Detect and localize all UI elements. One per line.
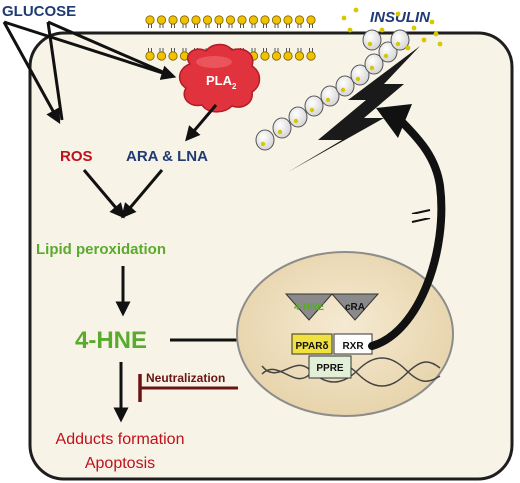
- insulin-dot: [411, 25, 417, 31]
- phospholipid-head: [145, 15, 155, 25]
- phospholipid-head: [283, 15, 293, 25]
- insulin-granule: [350, 64, 370, 86]
- insulin-dot: [395, 11, 401, 17]
- pla2-to-ara-arrow: [185, 104, 218, 142]
- insulin-label: INSULIN: [370, 9, 431, 26]
- interrupt-gap: [412, 214, 430, 218]
- hne-ligand-triangle: [284, 293, 334, 321]
- adducts-label: Adducts formation: [56, 431, 185, 448]
- glucose-label: GLUCOSE: [2, 3, 76, 20]
- insulin-dot: [421, 37, 427, 43]
- glucose-to-pla2-arrow: [3, 20, 177, 80]
- phospholipid-head: [271, 15, 282, 25]
- phospholipid-head: [191, 15, 201, 25]
- granule-core: [369, 65, 375, 71]
- hne-label: 4-HNE: [75, 327, 147, 354]
- insulin-dot: [379, 27, 385, 33]
- insulin-dot: [353, 7, 359, 13]
- dna-strand-2: [261, 357, 441, 383]
- lipid-peroxidation-label: Lipid peroxidation: [36, 241, 166, 258]
- insulin-granule: [320, 85, 340, 107]
- phospholipid-head: [283, 51, 293, 61]
- phospholipid-head: [156, 15, 167, 25]
- granule-core: [260, 141, 266, 147]
- phospholipid-head: [306, 51, 316, 61]
- phospholipid-head: [202, 15, 213, 25]
- neutralization-label: Neutralization: [146, 371, 225, 385]
- insulin-granule: [288, 106, 308, 128]
- insulin-dot: [433, 31, 439, 37]
- gene-to-insulin-arrowhead: [376, 104, 412, 138]
- insulin-granule: [272, 117, 292, 139]
- insulin-granule: [364, 53, 384, 75]
- granule-core: [355, 76, 361, 82]
- pla2-enzyme: [178, 43, 261, 113]
- insulin-granule: [362, 29, 382, 51]
- phospholipid-head: [306, 15, 316, 25]
- phospholipid-head: [260, 51, 270, 61]
- insulin-granule: [255, 129, 275, 151]
- glucose-to-ros-arrow: [2, 21, 61, 124]
- insulin-granule: [378, 41, 398, 63]
- granule-core: [383, 53, 389, 59]
- gene-to-insulin-arrow: [368, 118, 446, 350]
- granule-core: [309, 107, 315, 113]
- phospholipid-head: [225, 15, 236, 25]
- apoptosis-label: Apoptosis: [85, 455, 155, 472]
- rxr-label: RXR: [342, 341, 364, 352]
- insulin-granules: [255, 29, 410, 151]
- insulin-dot: [347, 27, 353, 33]
- ppar-box: [291, 333, 333, 355]
- pla2-label: PLA2: [206, 73, 237, 91]
- ppar-label: PPARδ: [295, 341, 328, 352]
- granule-core: [277, 129, 283, 135]
- interrupt-mark-1: [411, 209, 431, 215]
- granule-core: [395, 41, 401, 47]
- granule-core: [340, 87, 346, 93]
- ppre-label: PPRE: [316, 363, 344, 374]
- insulin-granule: [390, 29, 410, 51]
- phospholipid-head: [260, 15, 270, 25]
- insulin-dot: [437, 41, 443, 47]
- granule-core: [367, 41, 373, 47]
- nucleus-hne-label: 4-HNE: [294, 302, 324, 313]
- phospholipid-head: [156, 51, 167, 61]
- ros-label: ROS: [60, 148, 93, 165]
- insulin-dot: [429, 19, 435, 25]
- ara-lna-label: ARA & LNA: [126, 148, 208, 165]
- granule-core: [325, 97, 331, 103]
- ros-to-lipid-arrow: [82, 169, 125, 219]
- insulin-granule: [335, 75, 355, 97]
- phospholipid-head: [237, 15, 247, 25]
- phospholipid-head: [248, 15, 259, 25]
- ara-to-lipid-arrow: [121, 169, 164, 219]
- phospholipid-head: [168, 51, 178, 61]
- cra-label: cRA: [345, 302, 365, 313]
- granule-core: [293, 118, 299, 124]
- secretion-bolt: [288, 46, 420, 172]
- cra-ligand-triangle: [330, 293, 380, 321]
- phospholipid-head: [145, 51, 155, 61]
- ppre-box: [308, 355, 352, 379]
- insulin-dots: [341, 7, 443, 51]
- phospholipid-head: [168, 15, 178, 25]
- phospholipid-head: [294, 51, 305, 61]
- phospholipid-head: [294, 15, 305, 25]
- phospholipid-head: [179, 15, 190, 25]
- insulin-dot: [341, 15, 347, 21]
- dna-strand-1: [261, 361, 441, 387]
- insulin-dot: [405, 45, 411, 51]
- phospholipid-head: [271, 51, 282, 61]
- glucose-to-pla2-arrow-2: [47, 20, 173, 78]
- phospholipid-head: [214, 15, 224, 25]
- interrupt-mark-2: [411, 217, 431, 223]
- insulin-granule: [304, 95, 324, 117]
